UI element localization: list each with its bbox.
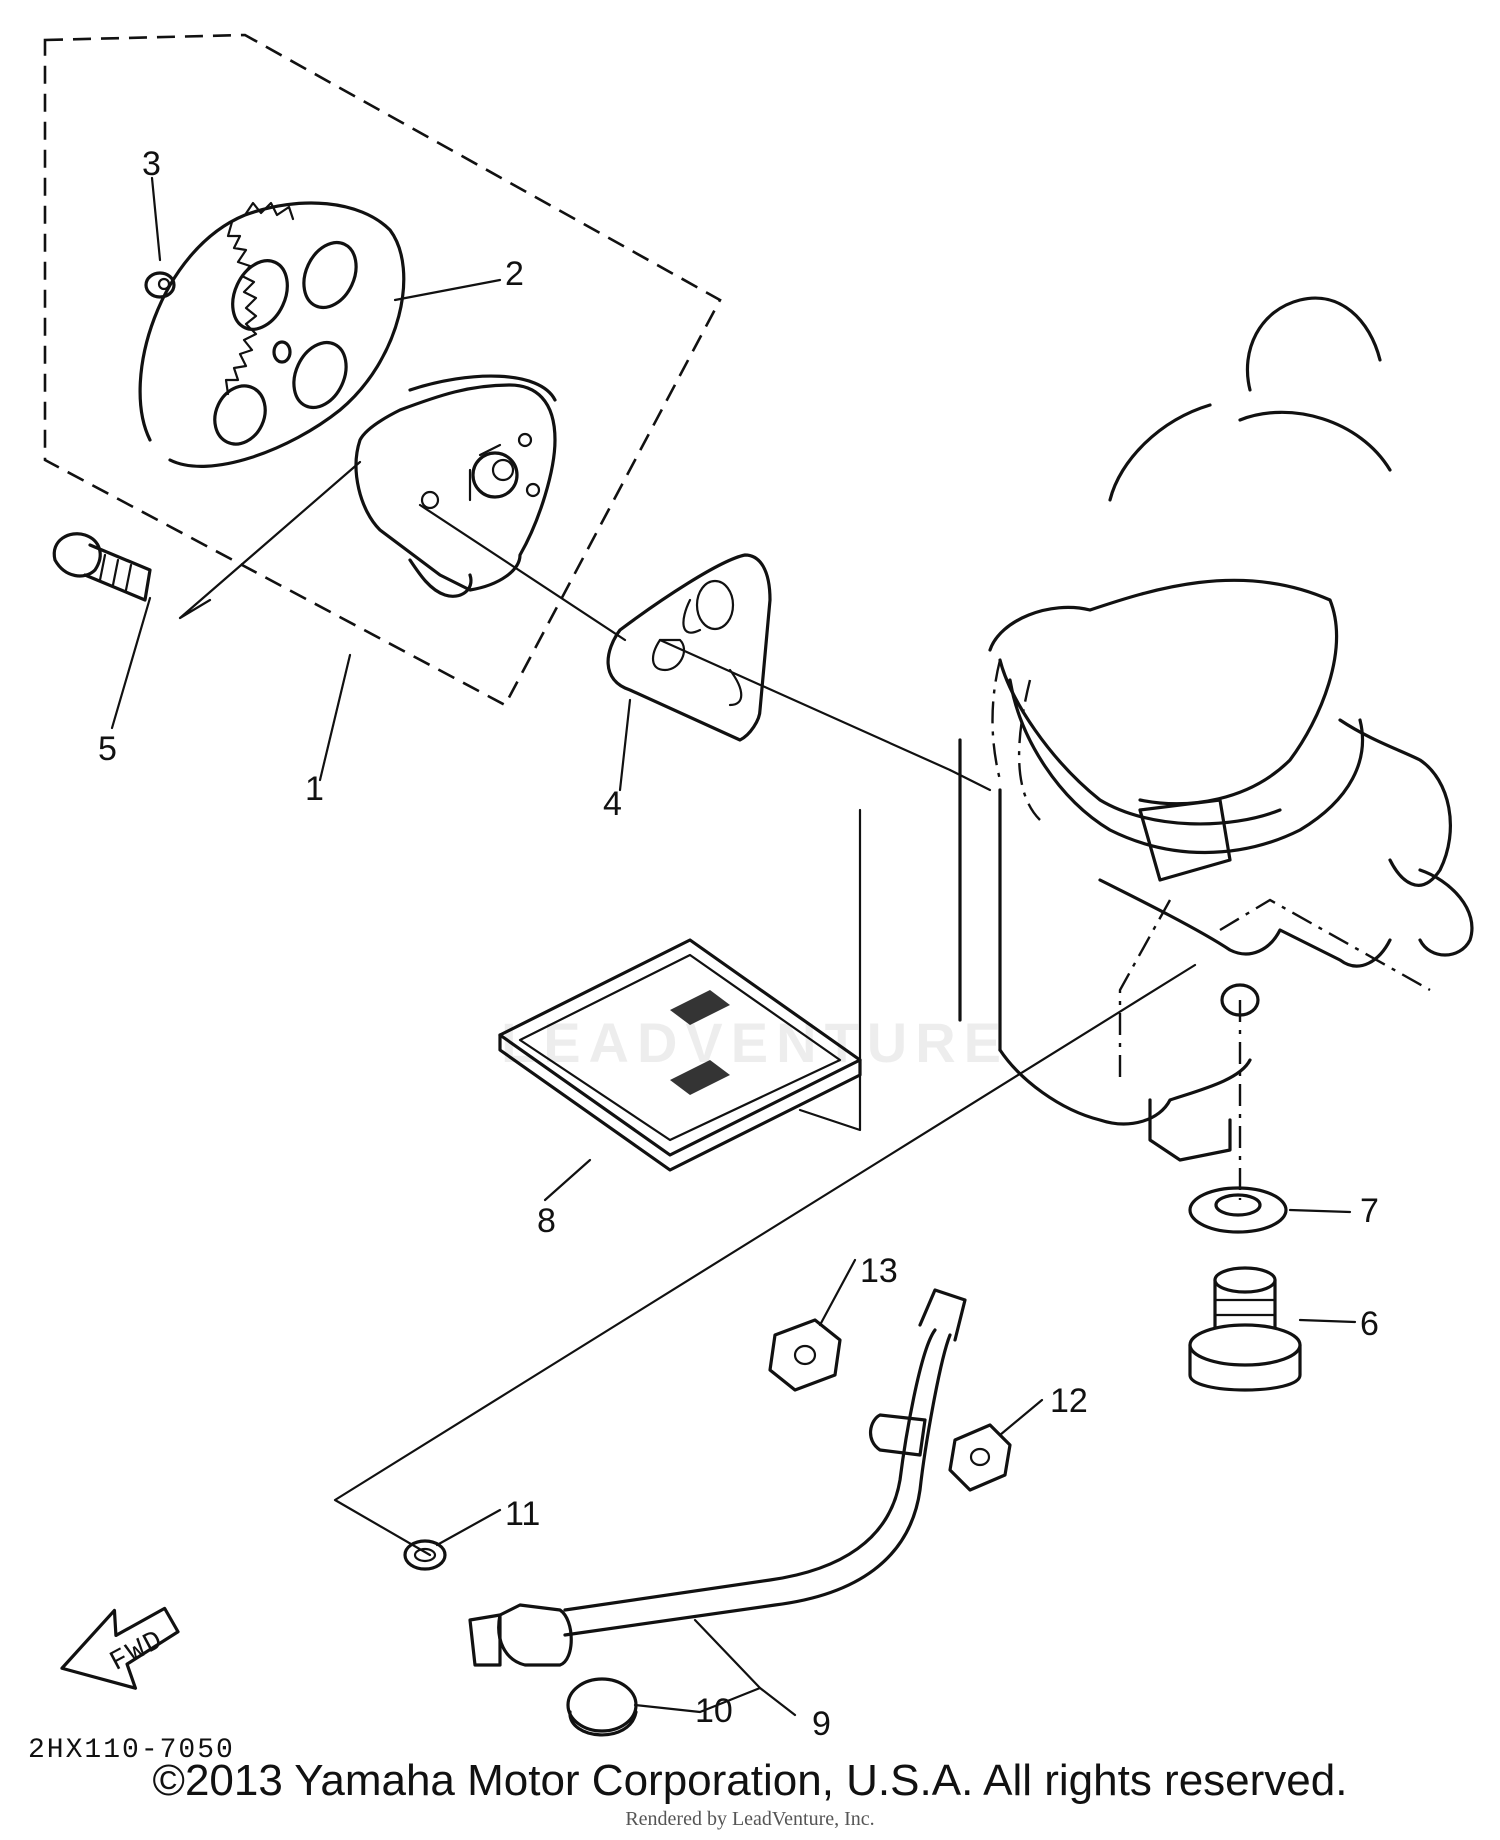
assembly-outline [43,33,722,707]
oil-delivery-pipe-part [468,1288,967,1667]
washer-part [403,1539,447,1571]
copyright-notice: ©2013 Yamaha Motor Corporation, U.S.A. A… [152,1756,1348,1805]
cap-part [566,1677,638,1737]
callout-3: 3 [142,145,161,183]
callout-12: 12 [1050,1382,1088,1420]
callout-1: 1 [305,770,324,808]
callout-5: 5 [98,730,117,768]
callout-8: 8 [537,1202,556,1240]
bolt-part [52,532,152,602]
watermark: LEADVENTURE [500,1011,1010,1074]
callout-2: 2 [505,255,524,293]
flange-nut-part [768,1318,842,1392]
nut-part [948,1423,1012,1492]
circlip-part [144,271,176,299]
fwd-arrow-icon: FWD [60,1606,180,1690]
callout-6: 6 [1360,1305,1379,1343]
callout-9: 9 [812,1705,831,1743]
diagram-code: 2HX110-7050 [28,1735,235,1766]
crankcase [958,296,1474,1162]
gear-part [138,201,406,468]
callout-13: 13 [860,1252,898,1290]
gasket-part [606,553,772,742]
pump-body [354,374,557,598]
callout-10: 10 [695,1692,733,1730]
drain-bolt-part [1188,1266,1302,1392]
callout-4: 4 [603,785,622,823]
callout-7: 7 [1360,1192,1379,1230]
gasket-washer-part [1188,1186,1288,1234]
callout-11: 11 [505,1495,540,1533]
leader-lines [110,176,1357,1717]
rendered-by-notice: Rendered by LeadVenture, Inc. [625,1808,875,1830]
